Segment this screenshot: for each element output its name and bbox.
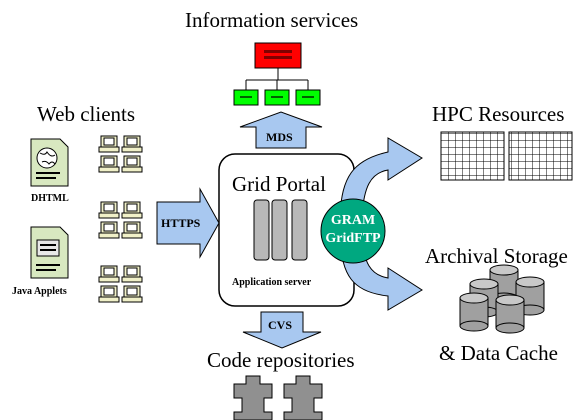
hpc-resources-label: HPC Resources <box>432 102 565 126</box>
hpc-grid-left <box>440 131 505 181</box>
cvs-arrow <box>242 311 322 349</box>
dhtml-label: DHTML <box>31 193 69 204</box>
storage-cylinders-icon <box>459 264 545 334</box>
mds-arrow <box>239 111 323 149</box>
hpc-arrow <box>339 137 423 216</box>
application-server-label: Application server <box>232 277 312 288</box>
archival-storage-label: Archival Storage <box>425 244 568 268</box>
gram-label: GRAM <box>330 213 376 228</box>
https-label: HTTPS <box>161 216 201 230</box>
information-services-label: Information services <box>185 8 359 32</box>
gram-gridftp-circle <box>320 198 386 264</box>
grid-portal-label: Grid Portal <box>232 172 326 196</box>
application-server-columns <box>253 199 308 261</box>
web-client-computers-icon <box>98 135 143 303</box>
information-services-icon <box>233 42 321 106</box>
cvs-label: CVS <box>268 318 293 332</box>
web-clients-label: Web clients <box>37 102 136 126</box>
data-cache-label: & Data Cache <box>439 341 558 365</box>
https-arrow <box>156 187 220 259</box>
code-repositories-puzzle-icon <box>233 375 323 420</box>
gram-gridftp-label: GRAM GridFTP <box>321 212 385 248</box>
java-applets-document-icon <box>30 226 69 279</box>
code-repositories-label: Code repositories <box>207 348 355 372</box>
mds-label: MDS <box>266 130 293 144</box>
dhtml-document-icon <box>30 138 69 187</box>
gridftp-label: GridFTP <box>325 231 381 246</box>
hpc-grid-right <box>508 131 573 181</box>
java-applets-label: Java Applets <box>12 286 67 297</box>
